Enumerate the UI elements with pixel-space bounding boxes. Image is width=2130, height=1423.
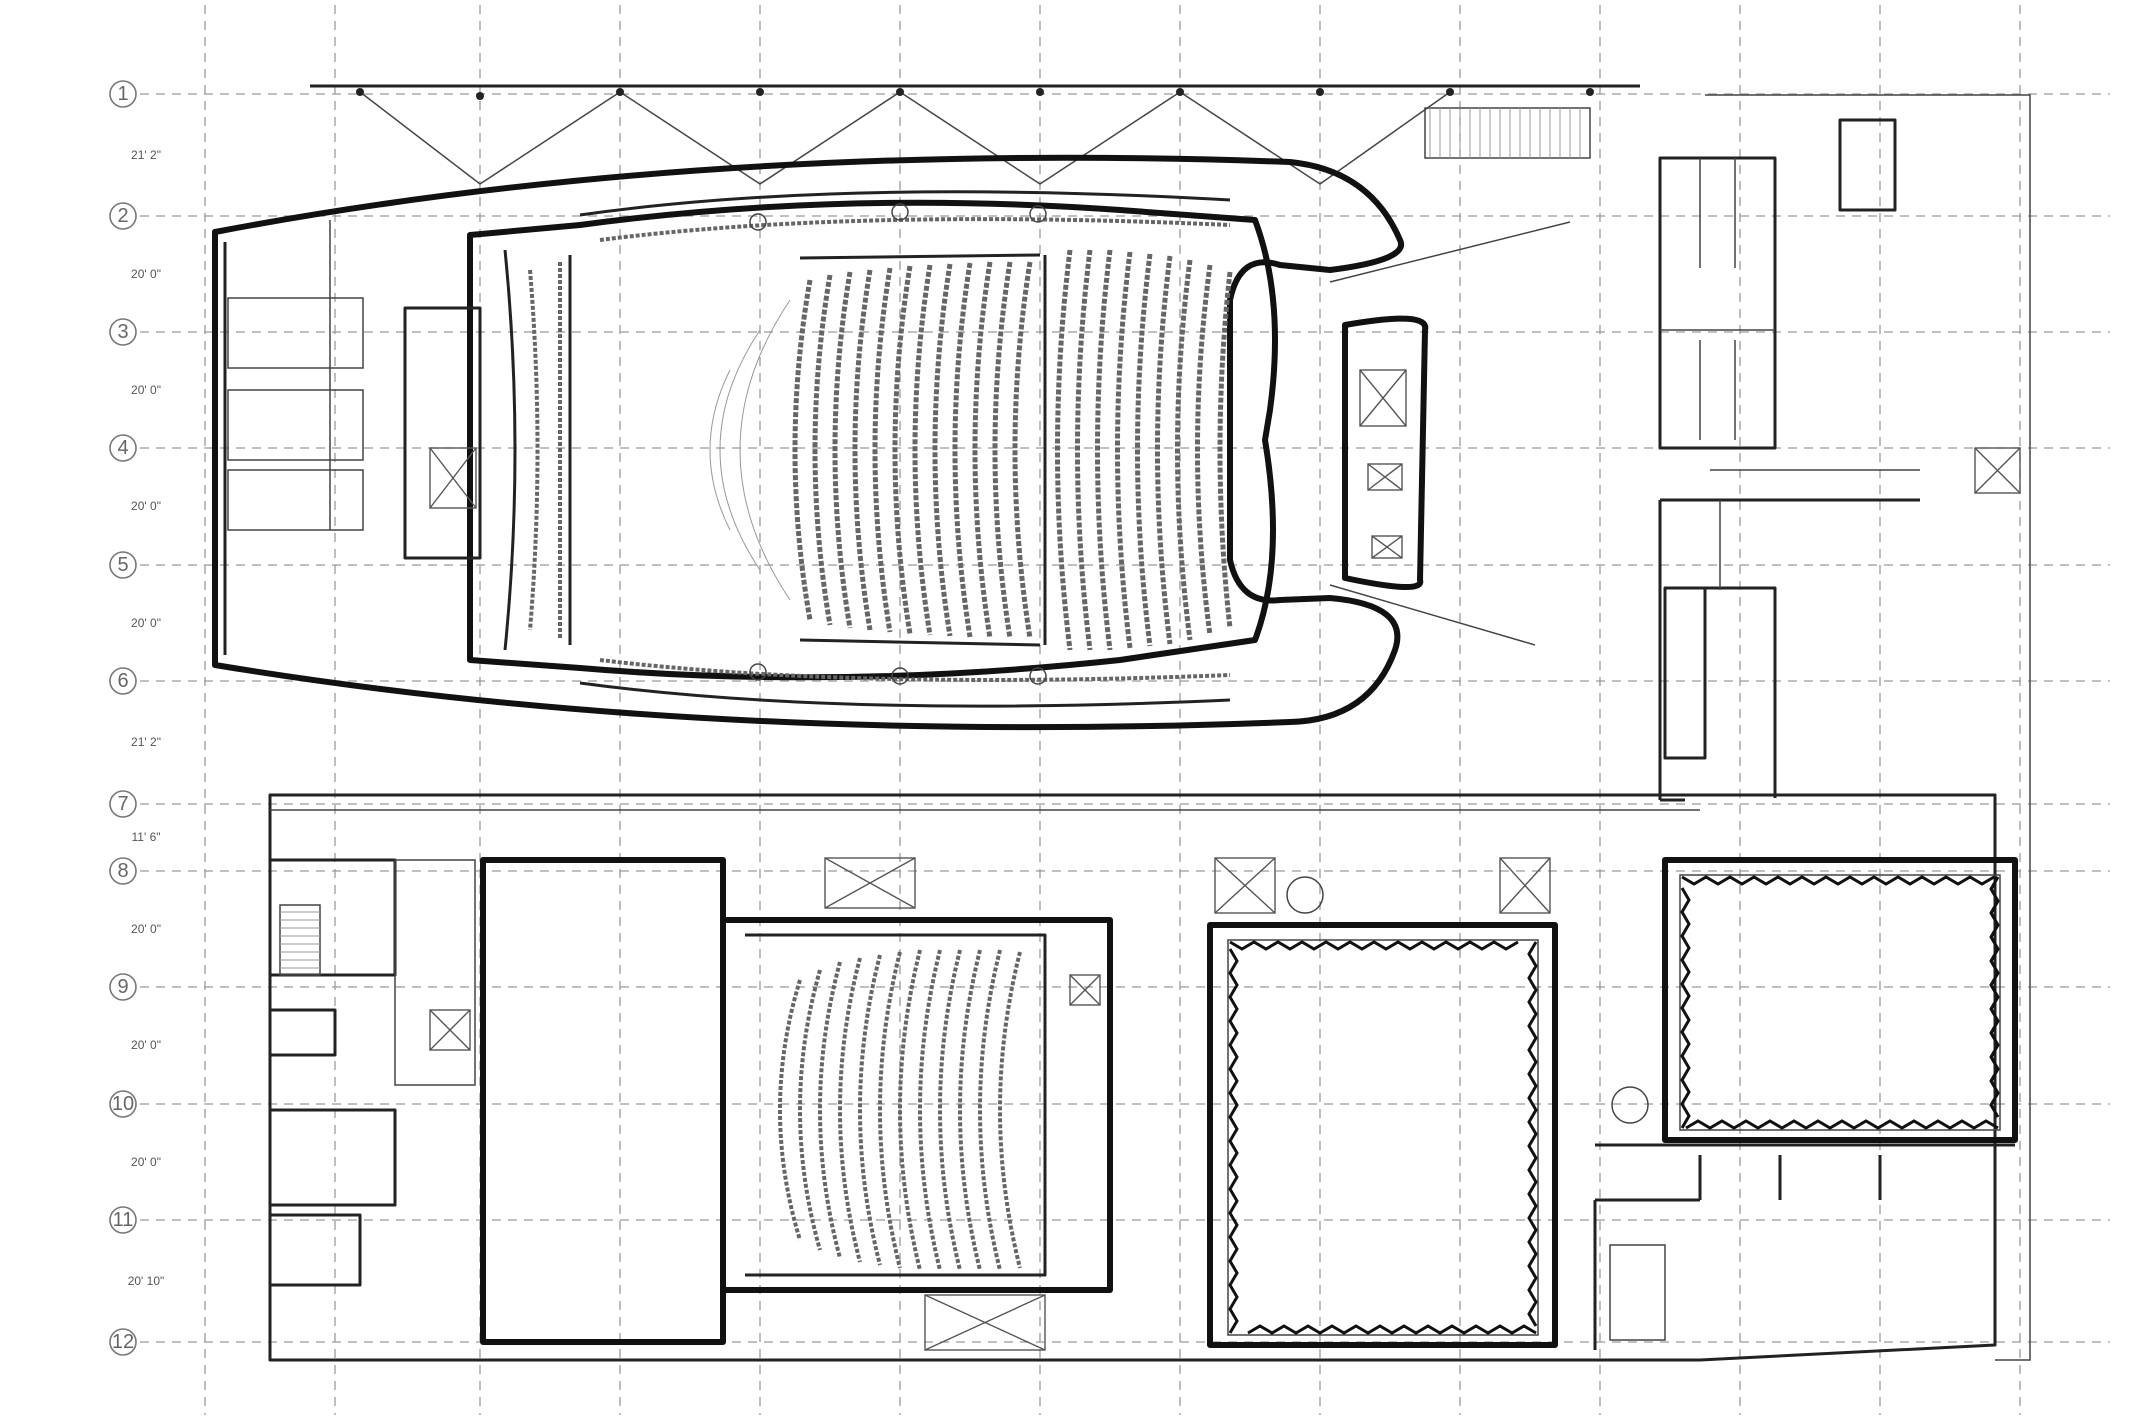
east-service-block — [1658, 94, 2031, 1361]
grid-label-10: 10 — [112, 1093, 134, 1115]
grid-bubble-12: 12 — [109, 1328, 137, 1356]
foyer-columns — [749, 203, 1047, 685]
grid-label-8: 8 — [117, 860, 128, 882]
grid-bubble-column: 1 2 3 4 5 6 7 8 9 10 11 12 — [109, 80, 137, 1356]
grid-bubble-8: 8 — [109, 857, 137, 885]
lower-building — [268, 793, 2018, 1362]
service-corridor — [1658, 498, 1920, 802]
grid-label-2: 2 — [117, 205, 128, 227]
truss-nodes — [356, 88, 1594, 100]
concert-hall — [212, 84, 1640, 731]
hull-outer-wall — [212, 154, 1405, 731]
grid-bubble-3: 3 — [109, 318, 137, 346]
east-wing-lines — [1329, 221, 1571, 646]
grid-bubble-10: 10 — [109, 1090, 137, 1118]
dimension-8-9: 20' 0" — [131, 922, 161, 936]
dimension-10-11: 20' 0" — [131, 1155, 161, 1169]
dimension-3-4: 20' 0" — [131, 383, 161, 397]
side-seating — [528, 217, 1231, 682]
stage-rings — [709, 299, 791, 601]
dimension-4-5: 20' 0" — [131, 499, 161, 513]
black-box-acoustic-wall — [1228, 940, 1538, 1335]
grid-bubble-5: 5 — [109, 551, 137, 579]
grid-label-7: 7 — [117, 793, 128, 815]
dimension-5-6: 20' 0" — [131, 616, 161, 630]
grid-bubble-11: 11 — [109, 1206, 137, 1234]
grid-bubble-2: 2 — [109, 202, 137, 230]
grid-label-11: 11 — [113, 1209, 134, 1231]
acoustic-panels — [1228, 875, 2000, 1335]
grid-bubble-4: 4 — [109, 434, 137, 462]
loading-rooms — [1663, 586, 1777, 798]
main-seating — [792, 261, 1033, 639]
east-rehearsal-room — [1593, 857, 2018, 1350]
grid-label-5: 5 — [117, 554, 128, 576]
facade-truss — [359, 91, 1451, 185]
foyer-wall — [579, 190, 1231, 708]
auditorium-wall — [467, 199, 1278, 681]
restroom-block — [1658, 156, 1777, 450]
west-backstage — [227, 220, 482, 560]
grid-bubble-9: 9 — [109, 973, 137, 1001]
grid-label-6: 6 — [117, 670, 128, 692]
rear-seating — [1055, 249, 1233, 651]
dimension-7-8: 11' 6" — [131, 830, 160, 844]
stage-rear-wall — [503, 249, 517, 651]
grid-label-9: 9 — [117, 976, 128, 998]
aisle-walls — [799, 253, 1047, 647]
grid-bubble-6: 6 — [109, 667, 137, 695]
grid-label-4: 4 — [117, 437, 128, 459]
west-service-stack — [268, 858, 476, 1287]
east-storage — [1595, 1143, 2015, 1200]
horizontal-grid-lines — [140, 93, 2110, 1343]
grid-label-1: 1 — [117, 83, 128, 105]
southeast-rooms — [1593, 1198, 1700, 1350]
grid-bubble-1: 1 — [109, 80, 137, 108]
dimension-9-10: 20' 0" — [131, 1038, 161, 1052]
dimension-2-3: 20' 0" — [131, 267, 161, 281]
rehearsal-hall-1-shaft — [429, 1009, 471, 1051]
grid-label-3: 3 — [117, 321, 128, 343]
grid-bubble-7: 7 — [109, 790, 137, 818]
north-stair — [1424, 107, 1591, 159]
black-box-theatre — [1207, 857, 1558, 1348]
grid-label-12: 12 — [112, 1331, 134, 1353]
rehearsal-acoustic-wall — [1680, 875, 2000, 1130]
east-stair — [1838, 118, 1897, 212]
dimension-6-7: 21' 2" — [131, 735, 161, 749]
dimension-1-2: 21' 2" — [131, 148, 161, 162]
control-booth — [1342, 315, 1429, 590]
grid-dimensions: 21' 2" 20' 0" 20' 0" 20' 0" 20' 0" 21' 2… — [128, 148, 165, 1288]
studio-theatre — [725, 857, 1113, 1351]
dimension-11-12: 20' 10" — [128, 1274, 165, 1288]
rehearsal-hall-1 — [480, 857, 726, 1345]
